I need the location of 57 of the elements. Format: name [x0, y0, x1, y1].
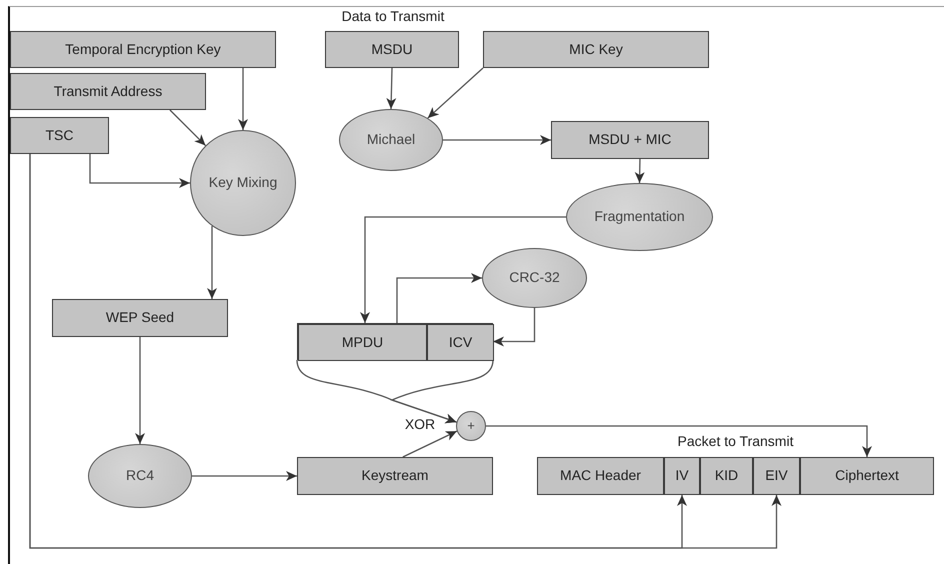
- node-label: CRC-32: [509, 270, 560, 286]
- node-label: EIV: [765, 468, 788, 484]
- process-ellipse: [456, 411, 486, 441]
- arrow: [360, 216, 566, 323]
- brace-arrow: [391, 360, 494, 424]
- node-label: MAC Header: [560, 468, 641, 484]
- node-label: KID: [714, 468, 738, 484]
- node-label: Ciphertext: [835, 468, 899, 484]
- arrow: [206, 226, 217, 299]
- process-box: [800, 457, 934, 495]
- node-label: Keystream: [362, 468, 428, 484]
- node-label: TSC: [46, 128, 74, 144]
- process-box: [297, 457, 493, 495]
- process-box: [753, 457, 800, 495]
- process-box: [10, 31, 276, 68]
- arrow: [443, 135, 551, 145]
- node-label: +: [467, 418, 475, 434]
- arrow: [238, 68, 248, 130]
- arrow: [135, 337, 145, 444]
- arrow: [386, 68, 396, 110]
- arrow: [402, 430, 458, 458]
- arrow: [169, 110, 206, 146]
- node-label: MSDU + MIC: [588, 132, 672, 148]
- node-caption: XOR: [404, 416, 436, 432]
- process-box: [52, 299, 228, 337]
- node-label: MPDU: [342, 334, 384, 350]
- node-label: MIC Key: [569, 42, 623, 58]
- arrow: [427, 68, 484, 119]
- arrow: [89, 154, 190, 188]
- arrow: [486, 425, 872, 457]
- node-caption: Data to Transmit: [340, 8, 446, 24]
- node-label: Transmit Address: [54, 84, 162, 100]
- process-box: [664, 457, 700, 495]
- process-box: [10, 73, 206, 110]
- arrow: [493, 308, 536, 346]
- node-label: ICV: [448, 334, 472, 350]
- process-box: [10, 117, 109, 154]
- process-box: [298, 324, 427, 361]
- node-label: WEP Seed: [106, 310, 174, 326]
- process-box: [427, 324, 494, 361]
- node-label: Michael: [366, 132, 416, 148]
- node-label: Key Mixing: [208, 175, 278, 191]
- process-box: [325, 31, 459, 68]
- process-box: [483, 31, 709, 68]
- group-heading: Packet to Transmit: [678, 434, 794, 450]
- node-label: RC4: [126, 468, 154, 484]
- arrow: [634, 158, 645, 184]
- process-box: [700, 457, 753, 495]
- process-box: [551, 121, 709, 159]
- arrow: [396, 273, 482, 323]
- node-label: IV: [675, 468, 689, 484]
- node-label: Fragmentation: [594, 209, 685, 225]
- node-label: MSDU: [371, 42, 413, 58]
- packet-box: [297, 323, 493, 360]
- arrow: [192, 471, 297, 481]
- process-box: [537, 457, 664, 495]
- node-label: Temporal Encryption Key: [65, 42, 221, 58]
